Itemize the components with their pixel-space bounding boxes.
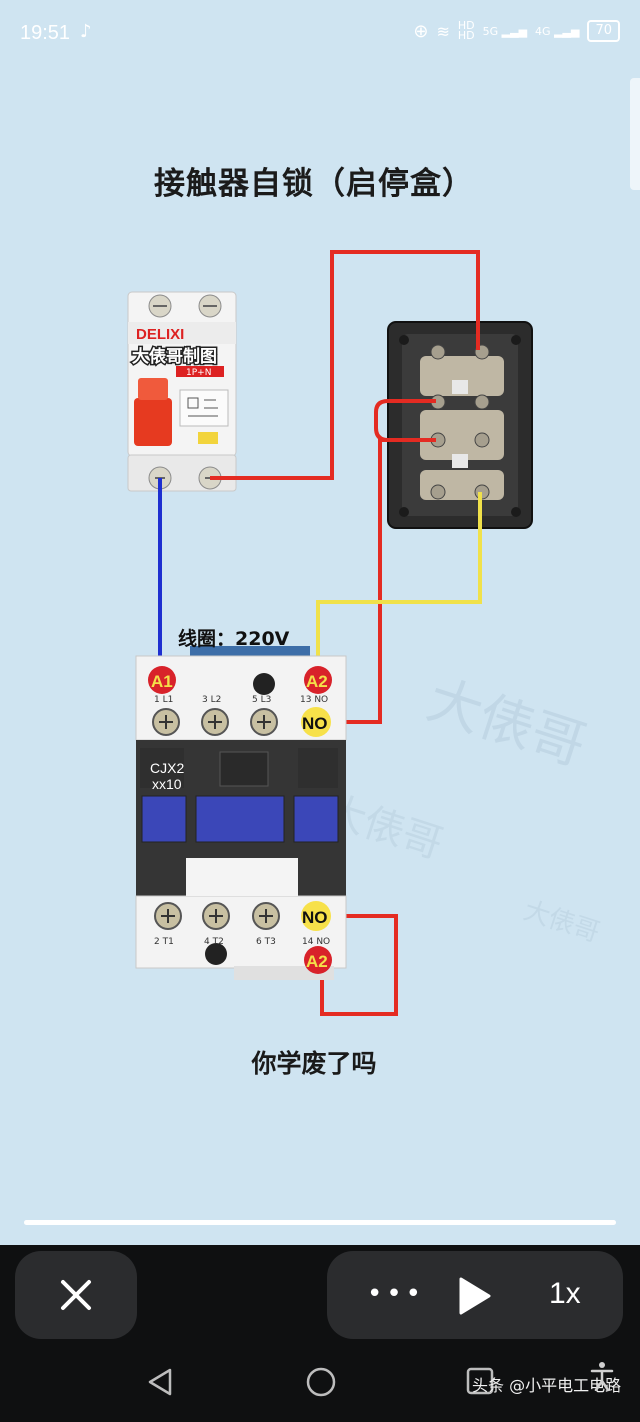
signal-4g-icon: 4G ▂▃▅	[535, 24, 580, 38]
battery-icon: 70	[587, 20, 620, 42]
terminal-label: 1 L1	[154, 695, 173, 705]
breaker-label: 大俵哥制图	[132, 346, 217, 367]
terminal-label: 2 T1	[154, 937, 174, 947]
add-icon: ⊕	[413, 20, 429, 42]
tiktok-icon: ♪	[80, 21, 92, 42]
circuit-breaker: DELIXI 大俵哥制图 1P+N	[127, 291, 237, 492]
terminal-no-top: NO	[302, 714, 328, 733]
contactor-model: CJX2	[150, 760, 184, 776]
terminal-a2-top: A2	[306, 672, 328, 691]
playback-controls: ••• 1x	[327, 1251, 623, 1339]
terminal-label: 13 NO	[300, 695, 328, 705]
wire-yellow	[316, 492, 482, 676]
wiring-diagram: 大俵哥 大俵哥 大俵哥 DELIXI 大俵哥制图 1P+N	[127, 250, 603, 1016]
contactor-model: xx10	[152, 776, 182, 792]
diagram-title: 接触器自锁（启停盒）	[154, 166, 474, 202]
video-frame[interactable]: 大俵哥 大俵哥 大俵哥 DELIXI 大俵哥制图 1P+N	[0, 0, 640, 1245]
terminal-label: 3 L2	[202, 695, 221, 705]
coil-label: 线圈：220V	[178, 628, 290, 650]
breaker-brand: DELIXI	[136, 326, 184, 343]
terminal-label: 14 NO	[302, 937, 330, 947]
terminal-no-bottom: NO	[302, 908, 328, 927]
terminal-label: 6 T3	[256, 937, 276, 947]
wire-red	[320, 914, 398, 1016]
progress-fill	[24, 1220, 616, 1225]
terminal-label: 5 L3	[252, 695, 271, 705]
play-icon[interactable]	[455, 1276, 493, 1316]
watermark-text: 大俵哥	[420, 668, 594, 778]
watermark-text: 大俵哥	[520, 896, 603, 949]
wire-red	[322, 438, 436, 724]
wifi-icon: ≋	[436, 21, 450, 41]
speed-button[interactable]: 1x	[549, 1277, 581, 1310]
progress-bar[interactable]	[24, 1220, 616, 1225]
system-nav-bar: 头条 @小平电工电路	[0, 1345, 640, 1422]
recent-apps-icon[interactable]	[466, 1367, 494, 1395]
accessibility-icon[interactable]	[590, 1361, 614, 1391]
more-button[interactable]: •••	[367, 1279, 426, 1309]
home-icon[interactable]	[306, 1367, 336, 1397]
status-time: 19:51	[20, 22, 71, 44]
source-watermark: 头条 @小平电工电路	[472, 1376, 622, 1395]
signal-5g-icon: 5G ▂▃▅	[482, 24, 528, 38]
terminal-label: 4 T2	[204, 937, 224, 947]
close-icon	[61, 1280, 91, 1310]
caption: 你学废了吗	[251, 1049, 377, 1078]
scroll-indicator	[630, 78, 640, 190]
terminal-a2-bottom: A2	[306, 952, 328, 971]
wire-red	[210, 250, 480, 480]
close-button[interactable]	[15, 1251, 137, 1339]
back-icon[interactable]	[146, 1367, 174, 1397]
contactor: CJX2 xx10 1 L1 3 L2 5 L3 13 NO 2 T1 4 T2…	[135, 646, 347, 980]
terminal-a1: A1	[151, 672, 173, 691]
breaker-model: 1P+N	[186, 368, 211, 378]
start-stop-box	[387, 321, 533, 529]
player-controls: ••• 1x	[0, 1245, 640, 1345]
